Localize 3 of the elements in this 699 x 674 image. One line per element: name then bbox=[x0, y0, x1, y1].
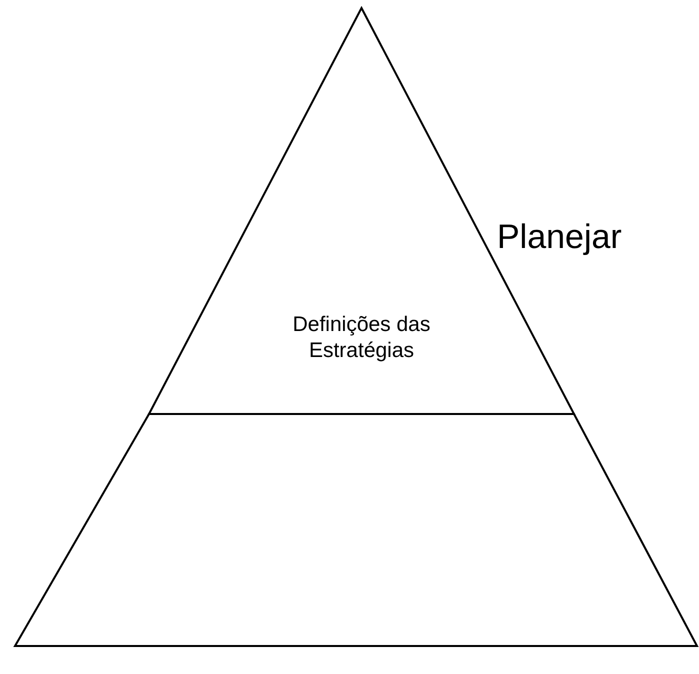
section-label: Definições das Estratégias bbox=[292, 312, 432, 364]
heading-text: Planejar bbox=[497, 218, 622, 257]
pyramid-base-section bbox=[15, 414, 697, 646]
